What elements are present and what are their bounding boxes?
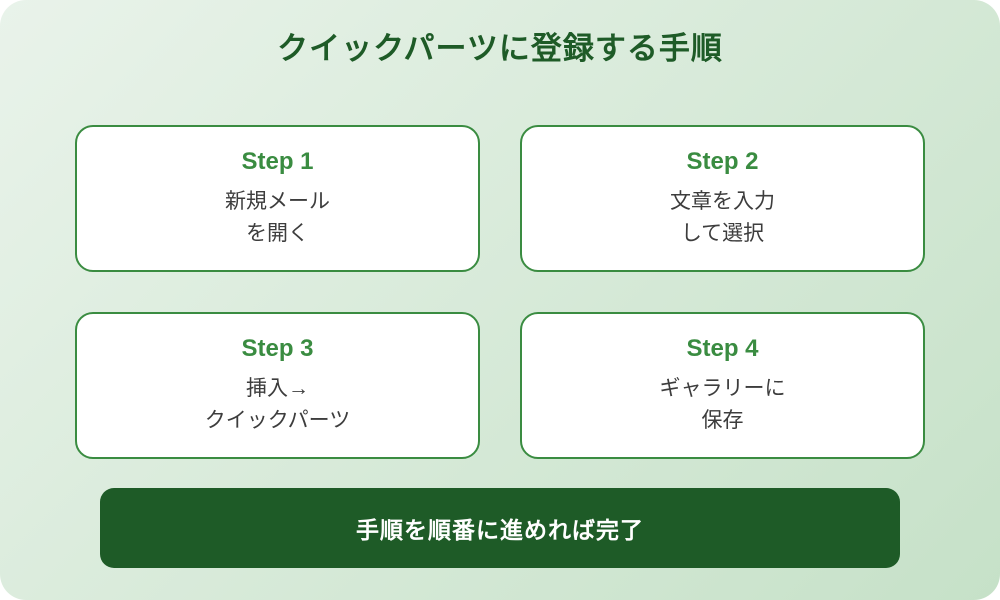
step-3-line-1: 挿入→ [246,377,309,401]
step-2-line-1: 文章を入力 [670,190,775,214]
step-card-4: Step 4 ギャラリーに 保存 [520,312,925,459]
step-2-text: 文章を入力 して選択 [670,186,775,249]
step-2-label: Step 2 [686,147,759,175]
step-4-line-1: ギャラリーに [659,377,786,401]
step-card-1: Step 1 新規メール を開く [75,125,480,272]
step-4-line-2: 保存 [701,408,744,432]
step-1-text: 新規メール を開く [225,186,330,249]
step-3-text: 挿入→ クイックパーツ [205,373,351,436]
step-1-label: Step 1 [241,147,314,175]
step-3-line-2: クイックパーツ [204,408,351,432]
completion-banner: 手順を順番に進めれば完了 [100,488,900,568]
step-1-line-1: 新規メール [225,190,330,214]
step-1-line-2: を開く [246,221,309,245]
step-4-label: Step 4 [686,334,759,362]
step-2-line-2: して選択 [680,221,765,245]
step-card-3: Step 3 挿入→ クイックパーツ [75,312,480,459]
step-4-text: ギャラリーに 保存 [660,373,786,436]
page-title: クイックパーツに登録する手順 [277,31,723,66]
step-card-2: Step 2 文章を入力 して選択 [520,125,925,272]
step-3-label: Step 3 [241,334,314,362]
steps-grid: Step 1 新規メール を開く Step 2 文章を入力 して選択 Step … [75,125,925,459]
completion-banner-text: 手順を順番に進めれば完了 [356,517,644,543]
